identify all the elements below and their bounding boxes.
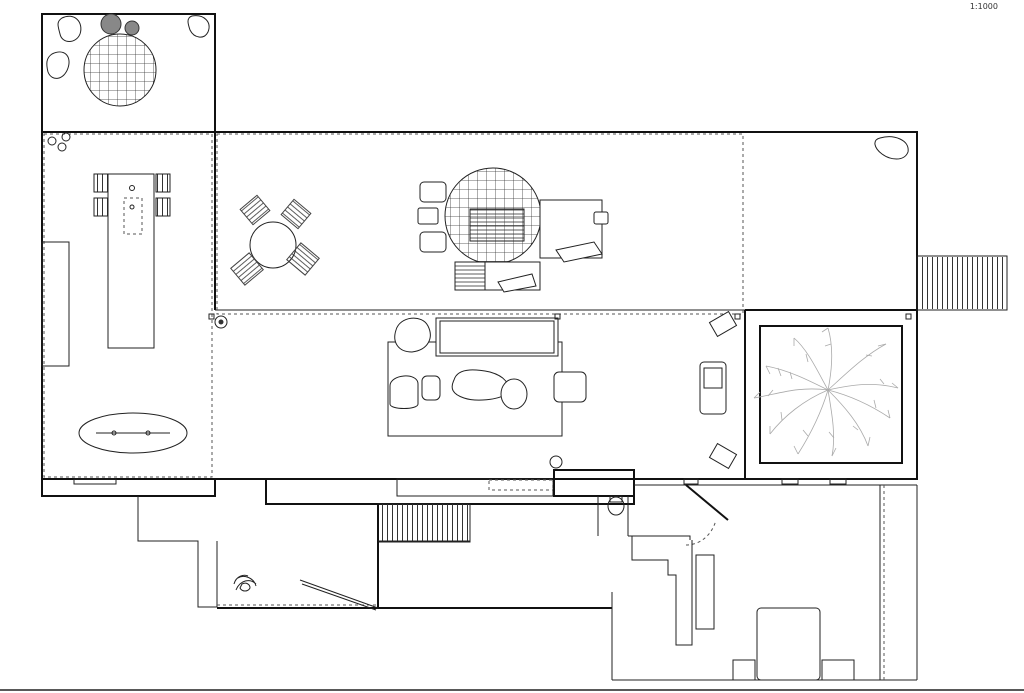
bedroom bbox=[597, 478, 918, 681]
living-room bbox=[208, 310, 912, 470]
sink-fixture bbox=[874, 136, 909, 160]
lower-walls bbox=[41, 455, 635, 611]
terrace-top-left bbox=[41, 13, 216, 133]
pool-room bbox=[41, 132, 188, 454]
courtyard bbox=[753, 325, 903, 464]
right-stairs bbox=[916, 255, 1008, 311]
potted-plant bbox=[233, 574, 257, 592]
dining-terrace bbox=[230, 167, 609, 293]
scale-label: 1:1000 bbox=[969, 2, 998, 11]
